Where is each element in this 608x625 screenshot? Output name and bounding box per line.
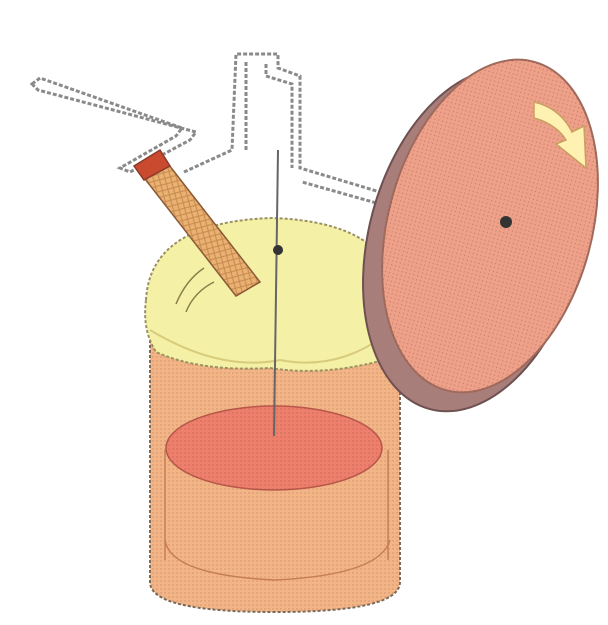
axle-dot-icon	[500, 216, 512, 228]
dome-lid	[145, 218, 396, 371]
frame	[32, 54, 380, 204]
pivot-dot-icon	[273, 245, 283, 255]
